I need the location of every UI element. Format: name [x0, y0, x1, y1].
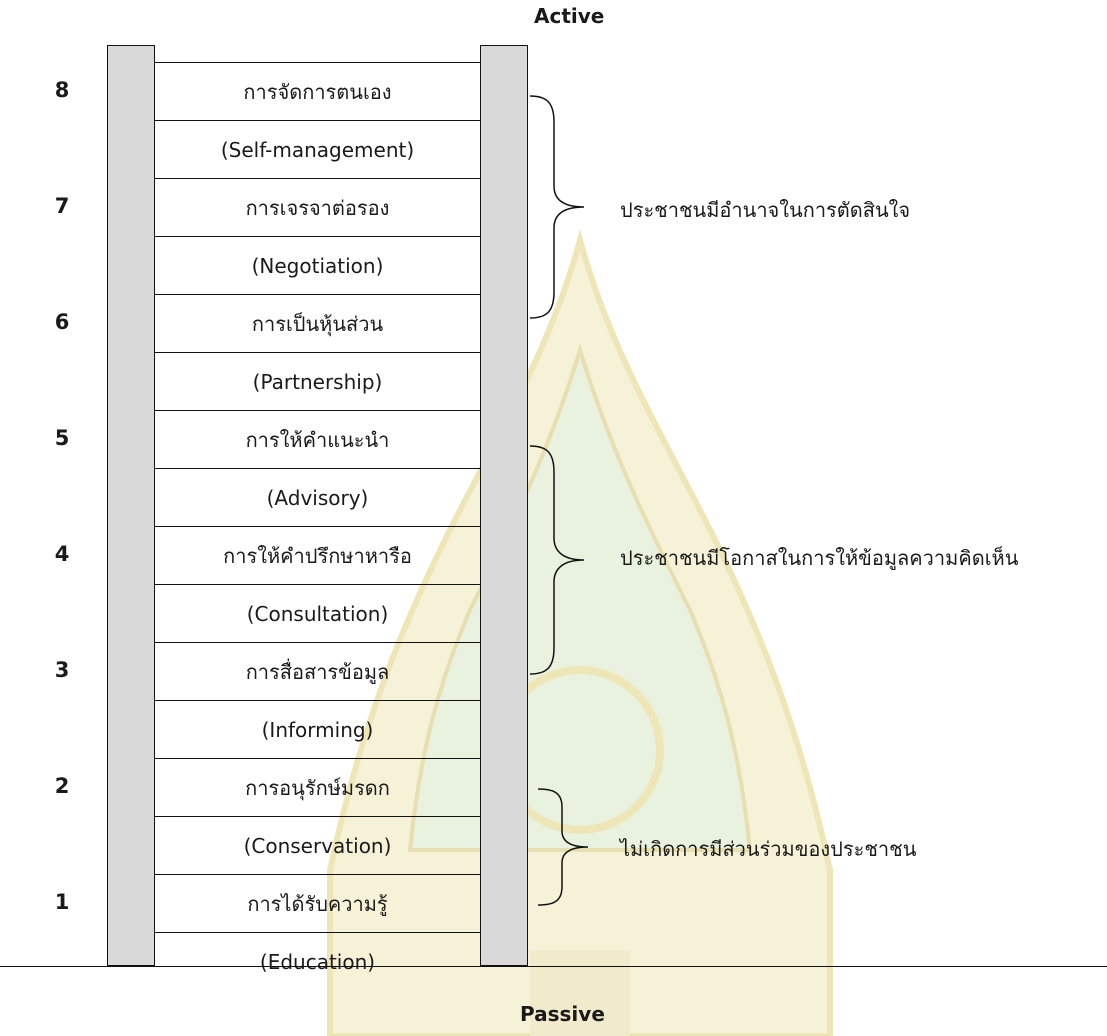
- rung-education-en: (Education): [259, 950, 376, 974]
- rung-partnership-th: การเป็นหุ้นส่วน: [155, 295, 480, 353]
- rung-self-management-en: (Self-management): [155, 121, 480, 179]
- rung-informing-en: (Informing): [155, 701, 480, 759]
- rung-advisory-th: การให้คำแนะนำ: [155, 411, 480, 469]
- level-7: 7: [54, 194, 70, 218]
- rung-negotiation-th: การเจรจาต่อรอง: [155, 179, 480, 237]
- rung-consultation-en: (Consultation): [155, 585, 480, 643]
- level-4: 4: [54, 542, 70, 566]
- rung-conservation-en: (Conservation): [155, 817, 480, 875]
- level-6: 6: [54, 310, 70, 334]
- group-decision-power-label: ประชาชนมีอำนาจในการตัดสินใจ: [620, 198, 911, 222]
- ladder-right-rail: [480, 45, 528, 966]
- rung-self-management-th: การจัดการตนเอง: [155, 63, 480, 121]
- rung-partnership-en: (Partnership): [155, 353, 480, 411]
- passive-label: Passive: [520, 1002, 605, 1026]
- rung-education-th: การได้รับความรู้: [155, 875, 480, 933]
- brace-opinion-input: [529, 445, 585, 675]
- ladder-left-rail: [107, 45, 155, 966]
- rung-conservation-th: การอนุรักษ์มรดก: [155, 759, 480, 817]
- level-1: 1: [54, 890, 70, 914]
- rung-informing-th: การสื่อสารข้อมูล: [155, 643, 480, 701]
- rung-advisory-en: (Advisory): [155, 469, 480, 527]
- brace-no-participation: [537, 788, 589, 906]
- baseline: [0, 966, 1107, 967]
- level-2: 2: [54, 774, 70, 798]
- group-no-participation-label: ไม่เกิดการมีส่วนร่วมของประชาชน: [620, 837, 917, 861]
- level-3: 3: [54, 658, 70, 682]
- brace-decision-power: [529, 95, 585, 319]
- level-8: 8: [54, 78, 70, 102]
- active-label: Active: [534, 4, 605, 28]
- rung-consultation-th: การให้คำปรึกษาหารือ: [155, 527, 480, 585]
- rung-negotiation-en: (Negotiation): [155, 237, 480, 295]
- group-opinion-input-label: ประชาชนมีโอกาสในการให้ข้อมูลความคิดเห็น: [620, 546, 1019, 570]
- level-5: 5: [54, 426, 70, 450]
- ladder-rungs: การจัดการตนเอง (Self-management) การเจรจ…: [155, 62, 480, 991]
